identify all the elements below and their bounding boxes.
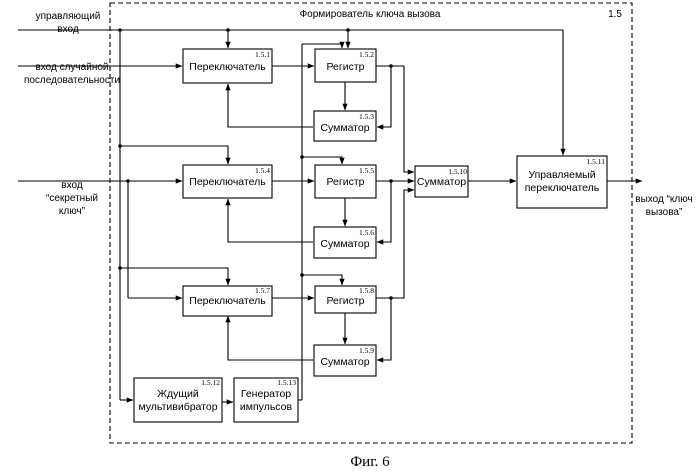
register-3-block: Регистр 1.5.8 xyxy=(315,286,376,313)
frame-title: Формирователь ключа вызова xyxy=(300,9,441,20)
summator-2-block: Сумматор 1.5.6 xyxy=(314,227,376,258)
svg-text:1.5.9: 1.5.9 xyxy=(359,346,374,355)
svg-text:1.5.10: 1.5.10 xyxy=(448,167,467,176)
svg-text:Сумматор: Сумматор xyxy=(320,238,369,250)
svg-text:Переключатель: Переключатель xyxy=(189,176,266,188)
svg-text:Регистр: Регистр xyxy=(327,176,365,188)
svg-text:вход случайной: вход случайной xyxy=(35,62,108,73)
svg-text:управляющий: управляющий xyxy=(36,11,101,22)
svg-text:1.5.12: 1.5.12 xyxy=(201,378,220,387)
register-1-block: Регистр 1.5.2 xyxy=(315,49,376,82)
svg-text:1.5.7: 1.5.7 xyxy=(255,286,270,295)
switch-2-block: Переключатель 1.5.4 xyxy=(183,165,272,198)
switch-1-block: Переключатель 1.5.1 xyxy=(183,49,272,83)
call-key-output-label: выход “ключ вызова” xyxy=(635,194,693,218)
main-summator-block: Сумматор 1.5.10 xyxy=(415,166,468,197)
svg-text:1.5.3: 1.5.3 xyxy=(359,112,374,121)
svg-text:Сумматор: Сумматор xyxy=(320,356,369,368)
svg-text:Переключатель: Переключатель xyxy=(189,295,266,307)
monostable-multivibrator-block: Ждущий мультивибратор 1.5.12 xyxy=(134,378,222,422)
svg-text:последовательности: последовательности xyxy=(24,75,120,86)
svg-text:Сумматор: Сумматор xyxy=(417,176,466,188)
summator-1-block: Сумматор 1.5.3 xyxy=(314,111,376,141)
register-2-block: Регистр 1.5.5 xyxy=(315,165,376,198)
svg-text:вызова”: вызова” xyxy=(646,207,683,218)
svg-text:Сумматор: Сумматор xyxy=(320,122,369,134)
controlled-switch-block: Управляемый переключатель 1.5.11 xyxy=(517,156,607,208)
svg-text:Генератор: Генератор xyxy=(241,388,291,400)
figure-caption: Фиг. 6 xyxy=(350,454,390,470)
svg-text:1.5.8: 1.5.8 xyxy=(359,286,374,295)
svg-text:Ждущий: Ждущий xyxy=(157,388,199,400)
svg-text:1.5.13: 1.5.13 xyxy=(277,378,296,387)
svg-text:1.5.4: 1.5.4 xyxy=(255,166,270,175)
switch-3-block: Переключатель 1.5.7 xyxy=(183,286,272,316)
svg-text:ключ”: ключ” xyxy=(59,206,85,217)
control-input-label: управляющий вход xyxy=(36,11,101,35)
secret-key-input-label: вход “секретный ключ” xyxy=(46,180,98,217)
svg-text:1.5.2: 1.5.2 xyxy=(359,50,374,59)
svg-text:1.5.1: 1.5.1 xyxy=(255,50,270,59)
svg-text:мультивибратор: мультивибратор xyxy=(138,401,217,413)
svg-text:Регистр: Регистр xyxy=(327,295,365,307)
svg-text:выход “ключ: выход “ключ xyxy=(635,194,693,205)
svg-text:импульсов: импульсов xyxy=(240,401,293,413)
pulse-generator-block: Генератор импульсов 1.5.13 xyxy=(234,378,298,422)
svg-text:Переключатель: Переключатель xyxy=(189,61,266,73)
frame-number: 1.5 xyxy=(608,9,622,20)
svg-text:1.5.6: 1.5.6 xyxy=(359,228,374,237)
summator-3-block: Сумматор 1.5.9 xyxy=(314,345,376,376)
svg-text:“секретный: “секретный xyxy=(46,193,98,204)
svg-text:переключатель: переключатель xyxy=(525,182,600,194)
svg-text:1.5.11: 1.5.11 xyxy=(587,157,606,166)
svg-text:1.5.5: 1.5.5 xyxy=(359,166,374,175)
svg-text:Регистр: Регистр xyxy=(327,61,365,73)
svg-text:вход: вход xyxy=(61,180,83,191)
svg-text:Управляемый: Управляемый xyxy=(528,169,595,181)
